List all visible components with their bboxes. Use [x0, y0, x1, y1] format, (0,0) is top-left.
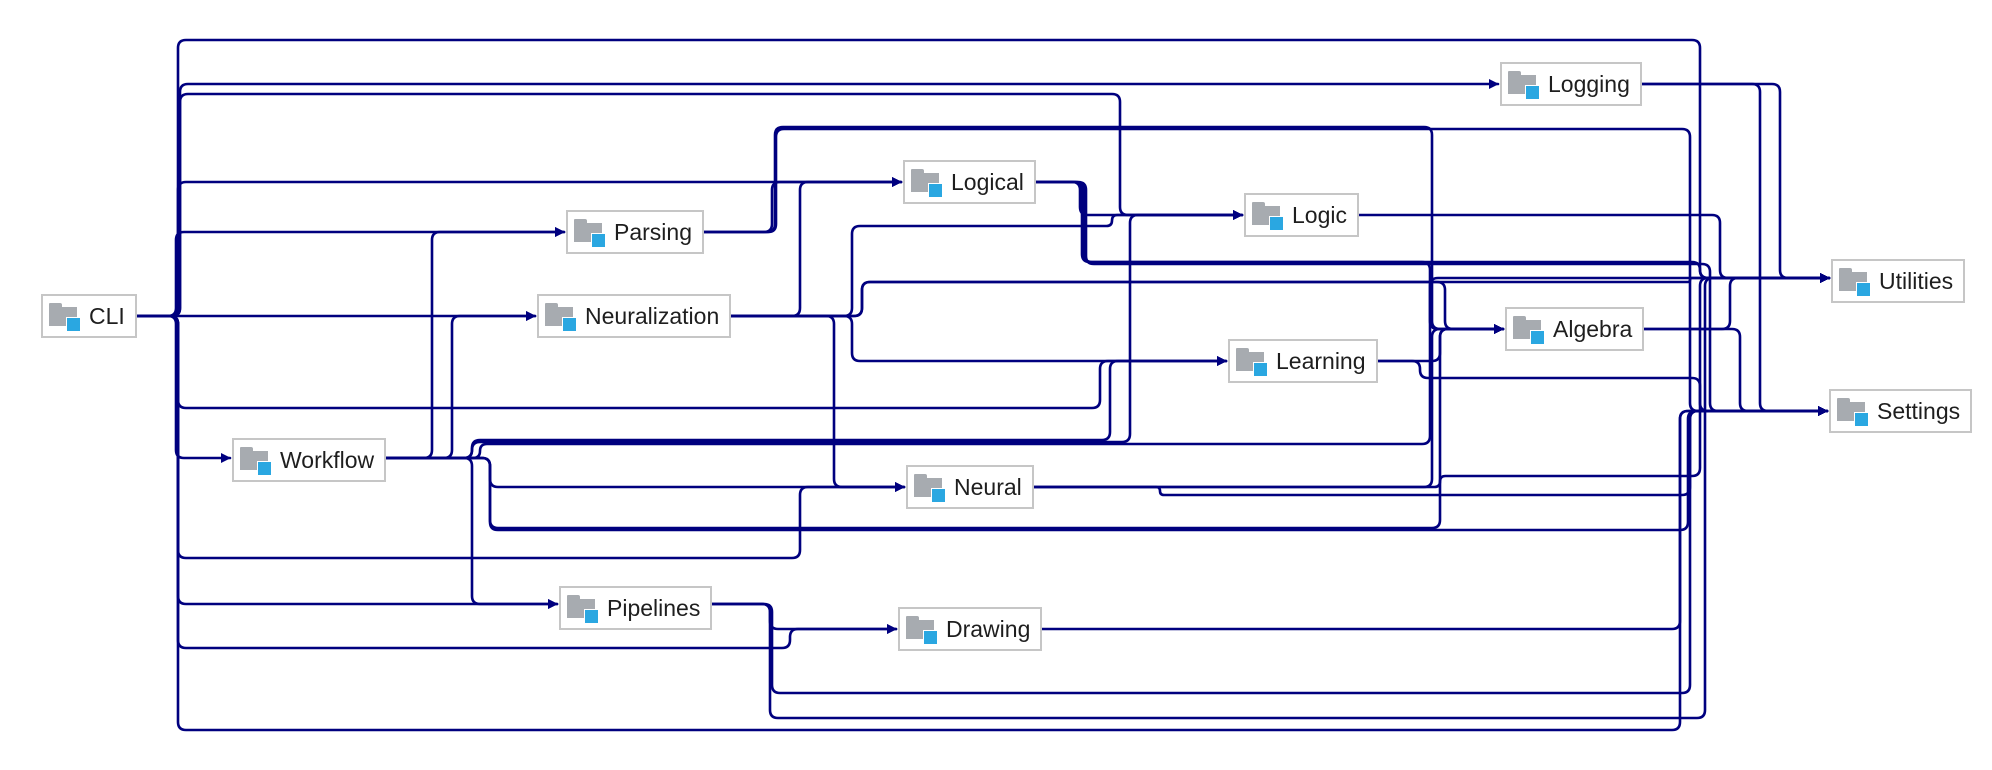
edge-pipelines-settings [707, 406, 1829, 695]
edge-cli-neural [125, 314, 906, 560]
edge-logical-settings [1029, 180, 1829, 416]
edge-workflow-neuralization [383, 311, 537, 460]
node-pipelines[interactable]: Pipelines [559, 586, 713, 630]
edge-logic-utilities [1351, 213, 1831, 283]
edge-workflow-settings [383, 406, 1829, 532]
edge-logical-utilities [1029, 180, 1831, 283]
edge-neuralization-algebra [727, 280, 1505, 334]
edge-pipelines-utilities [707, 273, 1831, 720]
node-cli[interactable]: CLI [41, 294, 137, 338]
node-logical[interactable]: Logical [903, 160, 1036, 204]
edge-neuralization-learning [727, 314, 1228, 366]
node-algebra[interactable]: Algebra [1505, 307, 1645, 351]
node-logic[interactable]: Logic [1244, 193, 1359, 237]
node-label: Neural [954, 473, 1022, 500]
edge-algebra-utilities [1638, 273, 1831, 331]
folder-icon [1839, 266, 1871, 297]
node-label: Logic [1292, 201, 1347, 228]
folder-icon [1513, 314, 1545, 345]
edge-parsing-algebra [693, 125, 1505, 334]
node-label: Learning [1276, 347, 1366, 374]
edge-neural-settings [1027, 406, 1829, 497]
edge-pipelines-drawing [707, 602, 898, 634]
edge-neuralization-logical [727, 177, 903, 318]
folder-icon [1236, 346, 1268, 377]
node-label: Settings [1877, 397, 1961, 424]
edge-neuralization-neural [727, 314, 906, 492]
node-settings[interactable]: Settings [1829, 389, 1973, 433]
edge-neuralization-utilities [727, 273, 1831, 318]
edge-algebra-settings [1638, 327, 1829, 416]
edge-neuralization-logic [727, 210, 1244, 318]
edge-drawing-settings [1036, 406, 1829, 631]
node-label: Workflow [280, 446, 375, 473]
folder-icon [906, 614, 938, 645]
node-label: Logging [1548, 70, 1630, 97]
edge-logging-settings [1639, 82, 1829, 416]
node-label: Utilities [1879, 267, 1954, 294]
node-label: CLI [89, 302, 125, 329]
edge-parsing-settings [693, 127, 1829, 416]
edge-cli-drawing [125, 314, 898, 650]
node-label: Drawing [946, 615, 1031, 642]
node-parsing[interactable]: Parsing [566, 210, 704, 254]
edge-cli-logic [125, 92, 1244, 318]
edge-workflow-parsing [383, 227, 566, 460]
edge-layer [125, 38, 1831, 732]
folder-icon [567, 593, 599, 624]
node-label: Pipelines [607, 594, 701, 621]
folder-icon [240, 445, 272, 476]
edge-logging-utilities [1639, 82, 1831, 283]
node-label: Algebra [1553, 315, 1633, 342]
folder-icon [49, 301, 81, 332]
node-logging[interactable]: Logging [1500, 62, 1642, 106]
edge-parsing-logical [693, 177, 903, 234]
folder-icon [1508, 69, 1540, 100]
node-drawing[interactable]: Drawing [898, 607, 1043, 651]
node-utilities[interactable]: Utilities [1831, 259, 1966, 303]
edge-workflow-neural [383, 456, 906, 492]
node-label: Neuralization [585, 302, 720, 329]
node-label: Parsing [614, 218, 692, 245]
folder-icon [911, 167, 943, 198]
node-learning[interactable]: Learning [1228, 339, 1378, 383]
folder-icon [1837, 396, 1869, 427]
edge-learning-algebra [1371, 324, 1505, 363]
folder-icon [574, 217, 606, 248]
node-workflow[interactable]: Workflow [232, 438, 387, 482]
folder-icon [545, 301, 577, 332]
edge-cli-logical [125, 177, 903, 318]
node-neural[interactable]: Neural [906, 465, 1034, 509]
edge-workflow-logic [383, 210, 1244, 460]
edge-neural-utilities [1027, 273, 1831, 489]
folder-icon [1252, 200, 1284, 231]
node-neuralization[interactable]: Neuralization [537, 294, 732, 338]
node-label: Logical [951, 168, 1024, 195]
edge-logical-logic [1029, 180, 1244, 220]
edge-cli-parsing [125, 227, 566, 318]
folder-icon [914, 472, 946, 503]
